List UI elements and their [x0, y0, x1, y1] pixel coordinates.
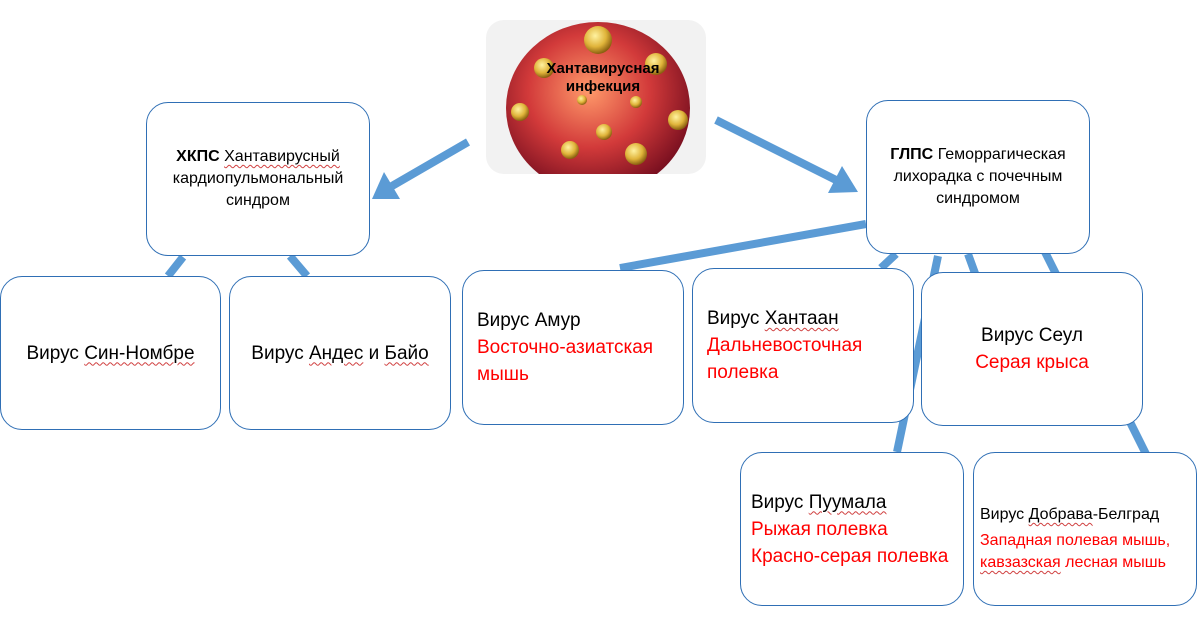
andes-name1: Андес	[309, 342, 364, 364]
glps-line2: лихорадка с почечным	[893, 168, 1063, 185]
amur-host-line2: мышь	[477, 364, 529, 385]
dobrava-box: Вирус Добрава-Белград Западная полевая м…	[973, 452, 1197, 606]
dobrava-host-line2: кавзазская лесная мышь	[980, 552, 1166, 574]
puumala-name: Пуумала	[808, 491, 887, 513]
line-hkps-sin-nombre	[164, 254, 187, 279]
sin-nombre-prefix: Вирус	[26, 342, 85, 364]
dobrava-name: Добрава	[1028, 506, 1093, 523]
seoul-box: Вирус Сеул Серая крыса	[921, 272, 1143, 426]
seoul-host: Серая крыса	[975, 352, 1089, 373]
seoul-title: Вирус Сеул	[981, 325, 1083, 346]
hkps-line3: синдром	[226, 192, 290, 209]
hkps-abbr: ХКПС	[176, 148, 220, 165]
andes-mid: и	[363, 342, 385, 364]
arrow-to-glps	[714, 116, 838, 184]
line-glps-amur	[619, 220, 867, 272]
andes-prefix: Вирус	[251, 342, 309, 364]
amur-host-line1: Восточно-азиатская	[477, 337, 654, 358]
hkps-word1: Хантавирусный	[224, 148, 340, 165]
sin-nombre-box: Вирус Син-Номбре	[0, 276, 221, 430]
puumala-host2: Красно-серая полевка	[751, 545, 949, 567]
hantaan-name: Хантаан	[764, 308, 839, 329]
hantaan-title: Вирус Хантаан	[707, 305, 839, 332]
glps-line1: ГЛПС Геморрагическая	[890, 144, 1065, 166]
hantavirus-image	[486, 20, 706, 174]
hantaan-host-line1: Дальневосточная	[707, 335, 863, 356]
hkps-line1: ХКПС Хантавирусный	[176, 146, 340, 168]
center-title: Хантавирусная инфекция	[528, 60, 678, 96]
center-title-line1: Хантавирусная	[546, 60, 660, 77]
glps-line1-rest: Геморрагическая	[937, 146, 1066, 163]
sin-nombre-name: Син-Номбре	[84, 342, 195, 364]
arrowhead-hkps	[372, 172, 400, 199]
puumala-prefix: Вирус	[751, 491, 809, 513]
hkps-line2: кардиопульмональный	[172, 170, 344, 187]
virus-particle-icon	[506, 22, 690, 174]
line-hkps-andes	[286, 253, 311, 279]
arrow-to-hkps	[389, 138, 471, 190]
dobrava-title: Вирус Добрава-Белград	[980, 504, 1159, 526]
puumala-box: Вирус Пуумала Рыжая полевка Красно-серая…	[740, 452, 964, 606]
glps-abbr: ГЛПС	[890, 146, 934, 163]
hkps-box: ХКПС Хантавирусный кардиопульмональный с…	[146, 102, 370, 256]
amur-box: Вирус Амур Восточно-азиатская мышь	[462, 270, 684, 425]
hantaan-host-line2: полевка	[707, 362, 779, 383]
hantaan-box: Вирус Хантаан Дальневосточная полевка	[692, 268, 914, 423]
dobrava-host-line2-word: кавзазская	[980, 554, 1061, 571]
glps-line3: синдромом	[936, 190, 1020, 207]
puumala-host1: Рыжая полевка	[751, 518, 888, 540]
sin-nombre-line: Вирус Син-Номбре	[26, 340, 194, 367]
center-title-line2: инфекция	[565, 78, 641, 95]
andes-box: Вирус Андес и Байо	[229, 276, 451, 430]
puumala-title: Вирус Пуумала	[751, 489, 886, 516]
hantaan-prefix: Вирус	[707, 308, 765, 329]
arrowhead-glps	[828, 166, 858, 193]
andes-line: Вирус Андес и Байо	[251, 340, 428, 367]
dobrava-host-line1: Западная полевая мышь,	[980, 532, 1171, 549]
dobrava-prefix: Вирус	[980, 506, 1029, 523]
dobrava-name-rest: -Белград	[1092, 506, 1160, 523]
glps-box: ГЛПС Геморрагическая лихорадка с почечны…	[866, 100, 1090, 254]
andes-name2: Байо	[384, 342, 429, 364]
line-glps-hantaan	[878, 251, 899, 271]
dobrava-host-line2-rest: лесная мышь	[1060, 554, 1166, 571]
amur-title: Вирус Амур	[477, 310, 581, 331]
